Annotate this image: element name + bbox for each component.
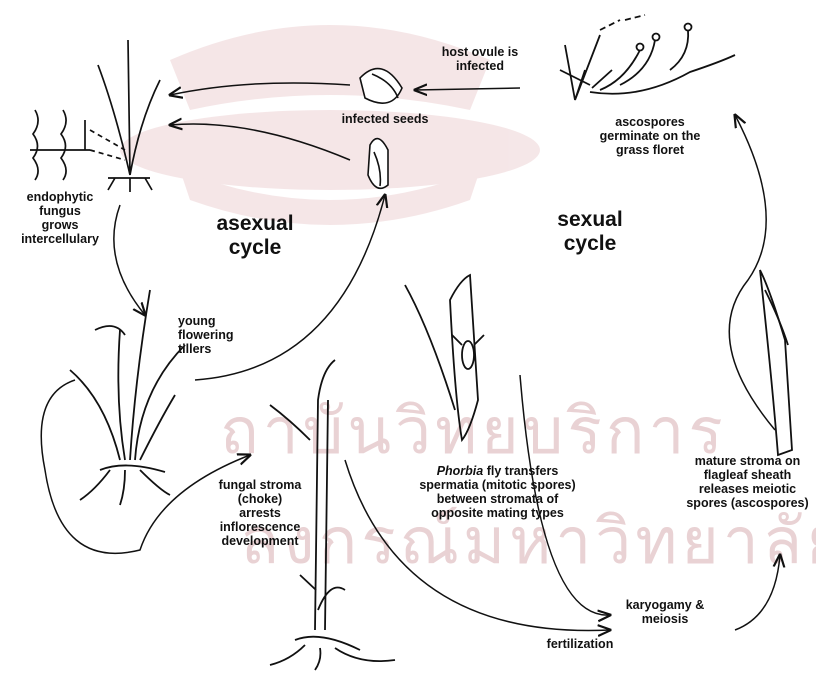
label-phorbia: Phorbia fly transfers spermatia (mitotic… [405,464,590,520]
phorbia-stroma-drawing [405,275,484,440]
tillers-plant-drawing [70,290,185,505]
label-infected-seeds: infected seeds [330,112,440,126]
endophyte-plant-drawing [30,40,160,192]
infected-seed-bottom [368,139,388,189]
arrow-karyogamy-to-mature [735,555,780,630]
label-asexual-cycle: asexual cycle [200,212,310,260]
arrow-mature-to-ascospores [729,115,775,430]
ascospore-floret-drawing [560,15,735,100]
label-mature-stroma: mature stroma on flagleaf sheath release… [680,454,815,510]
label-ascospores-germinate: ascospores germinate on the grass floret [585,115,715,157]
label-young-tillers: young flowering tillers [178,314,258,356]
label-karyogamy: karyogamy & meiosis [610,598,720,626]
label-fertilization: fertilization [535,637,625,651]
label-host-ovule: host ovule is infected [425,45,535,73]
label-fungal-stroma: fungal stroma (choke) arrests infloresce… [200,478,320,548]
phorbia-name: Phorbia [437,464,484,478]
label-endophytic-fungus: endophytic fungus grows intercellulary [10,190,110,246]
arrow-endophyte-to-tillers [114,205,145,315]
label-sexual-cycle: sexual cycle [540,208,640,256]
mature-stroma-drawing [760,270,792,455]
